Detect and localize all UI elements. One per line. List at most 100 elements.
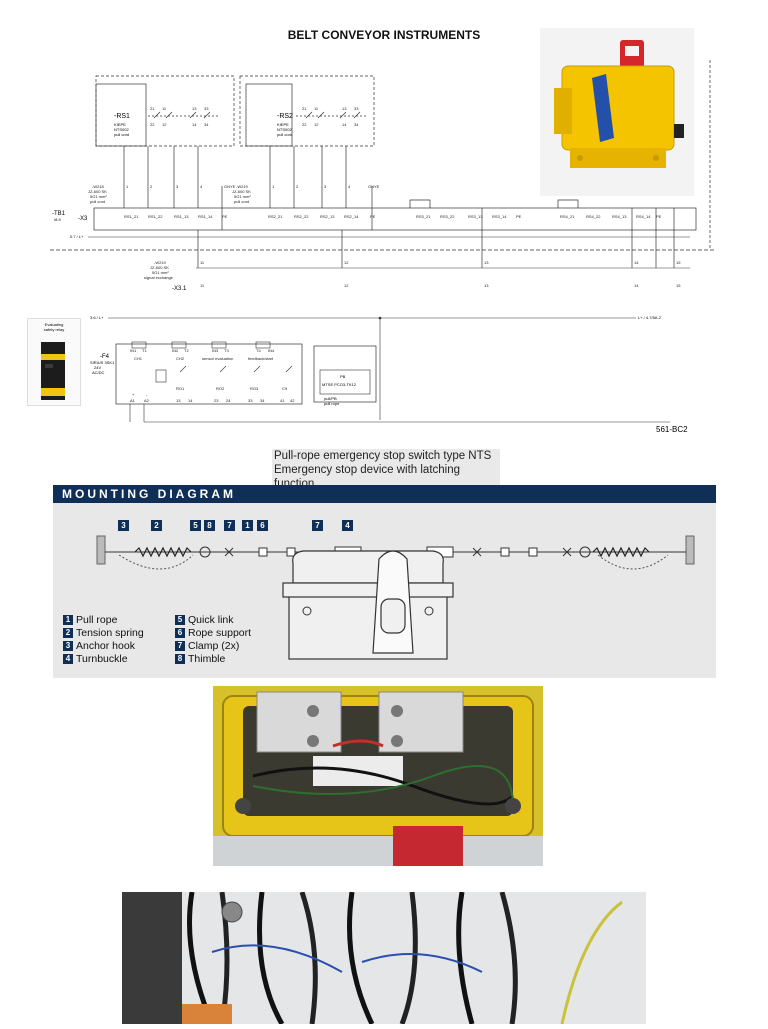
- callout-tension-spring: 2: [151, 520, 162, 531]
- callout-turnbuckle: 4: [342, 520, 353, 531]
- svg-text:33: 33: [354, 106, 359, 111]
- svg-text:pull cord: pull cord: [114, 132, 129, 137]
- svg-text:11: 11: [314, 106, 319, 111]
- svg-text:-W219: -W219: [236, 184, 249, 189]
- svg-text:-X3.1: -X3.1: [172, 286, 187, 292]
- svg-text:14: 14: [634, 283, 639, 288]
- svg-text:42: 42: [290, 398, 295, 403]
- svg-text:13: 13: [484, 283, 489, 288]
- terminal-strip: [93, 207, 697, 231]
- switch-2-tag: -RS2: [277, 113, 293, 120]
- safety-relay-box: [115, 343, 303, 405]
- svg-text:sensor evaluation: sensor evaluation: [202, 356, 233, 361]
- svg-text:RO2: RO2: [216, 386, 225, 391]
- wiring-schematic: -RS1 KIEPE NTS002 pull cord -RS2 KIEPE N…: [50, 60, 716, 434]
- svg-text:pull cord: pull cord: [234, 199, 249, 204]
- svg-text:pull/PB: pull/PB: [324, 396, 337, 401]
- callout-thimble: 8: [204, 520, 215, 531]
- svg-text:34: 34: [204, 122, 209, 127]
- svg-text:13: 13: [484, 260, 489, 265]
- svg-text:IN1: IN1: [130, 348, 137, 353]
- svg-text:RS2_14: RS2_14: [344, 214, 359, 219]
- svg-text:JZ-600 SK: JZ-600 SK: [88, 189, 107, 194]
- svg-text:-F4: -F4: [100, 354, 110, 360]
- svg-text:13: 13: [192, 106, 197, 111]
- svg-text:RS1_13: RS1_13: [174, 214, 189, 219]
- callout-rope-support: 6: [257, 520, 268, 531]
- svg-text:33: 33: [204, 106, 209, 111]
- callout-pull-rope: 1: [242, 520, 253, 531]
- svg-text:13: 13: [342, 106, 347, 111]
- svg-text:T2: T2: [184, 348, 189, 353]
- svg-text:NTS002: NTS002: [277, 127, 292, 132]
- svg-text:L+ / 4.7/5A.2: L+ / 4.7/5A.2: [638, 315, 662, 320]
- svg-text:24: 24: [226, 398, 231, 403]
- svg-text:RS4_21: RS4_21: [560, 214, 575, 219]
- svg-text:IN4: IN4: [268, 348, 275, 353]
- switch-caption: Pull-rope emergency stop switch type NTS…: [272, 449, 500, 491]
- svg-text:RS3_14: RS3_14: [492, 214, 507, 219]
- svg-text:5G1 mm²: 5G1 mm²: [152, 270, 169, 275]
- svg-text:12: 12: [162, 122, 167, 127]
- svg-text:CH2: CH2: [176, 356, 185, 361]
- svg-text:RS3_21: RS3_21: [416, 214, 431, 219]
- svg-text:T1: T1: [142, 348, 147, 353]
- pull-rope-switch-photo: [540, 28, 694, 196]
- callout-quick-link: 5: [190, 520, 201, 531]
- svg-text:A1: A1: [130, 398, 136, 403]
- svg-text:IN3: IN3: [212, 348, 219, 353]
- svg-text:11: 11: [162, 106, 167, 111]
- switch-box-rs2: [239, 75, 375, 147]
- svg-text:34: 34: [260, 398, 265, 403]
- svg-text:RS4_13: RS4_13: [612, 214, 627, 219]
- svg-text:RS2_13: RS2_13: [320, 214, 335, 219]
- svg-text:PE: PE: [370, 214, 376, 219]
- svg-text:41: 41: [280, 398, 285, 403]
- svg-text:KIEPE: KIEPE: [277, 122, 289, 127]
- svg-text:pull rope: pull rope: [324, 401, 340, 406]
- callout-clamp-2: 7: [312, 520, 323, 531]
- svg-text:13: 13: [176, 398, 181, 403]
- svg-text:MTSE PCO3-TK12: MTSE PCO3-TK12: [322, 382, 357, 387]
- svg-text:RS2_21: RS2_21: [268, 214, 283, 219]
- svg-text:3: 3: [176, 184, 179, 189]
- svg-text:-X3: -X3: [78, 216, 88, 222]
- svg-text:1: 1: [272, 184, 275, 189]
- svg-text:pull cord: pull cord: [277, 132, 292, 137]
- svg-text:3.6 / L+: 3.6 / L+: [90, 315, 104, 320]
- svg-text:RS3_13: RS3_13: [468, 214, 483, 219]
- svg-text:C9: C9: [282, 386, 288, 391]
- svg-text:KIEPE: KIEPE: [114, 122, 126, 127]
- svg-text:23: 23: [214, 398, 219, 403]
- interlock-box: [313, 345, 377, 403]
- svg-text:4: 4: [348, 184, 351, 189]
- sheet-reference: 561-BC2: [656, 425, 688, 434]
- cable-panel-photo: [122, 891, 646, 1026]
- svg-text:12: 12: [344, 283, 349, 288]
- svg-text:T4: T4: [256, 348, 261, 353]
- svg-text:14: 14: [634, 260, 639, 265]
- svg-text:A2: A2: [144, 398, 150, 403]
- svg-text:PE: PE: [516, 214, 522, 219]
- svg-text:-W218: -W218: [92, 184, 105, 189]
- svg-text:/8.9: /8.9: [54, 217, 61, 222]
- svg-text:AC/DC: AC/DC: [92, 370, 105, 375]
- svg-text:-: -: [146, 392, 148, 397]
- svg-text:4: 4: [200, 184, 203, 189]
- svg-text:+: +: [132, 392, 135, 397]
- mounting-diagram-title: MOUNTING DIAGRAM: [62, 487, 236, 501]
- svg-text:12: 12: [314, 122, 319, 127]
- svg-text:2: 2: [296, 184, 299, 189]
- svg-text:RO3: RO3: [250, 386, 259, 391]
- svg-text:-W219: -W219: [154, 260, 167, 265]
- svg-text:3: 3: [324, 184, 327, 189]
- svg-text:CH1: CH1: [134, 356, 143, 361]
